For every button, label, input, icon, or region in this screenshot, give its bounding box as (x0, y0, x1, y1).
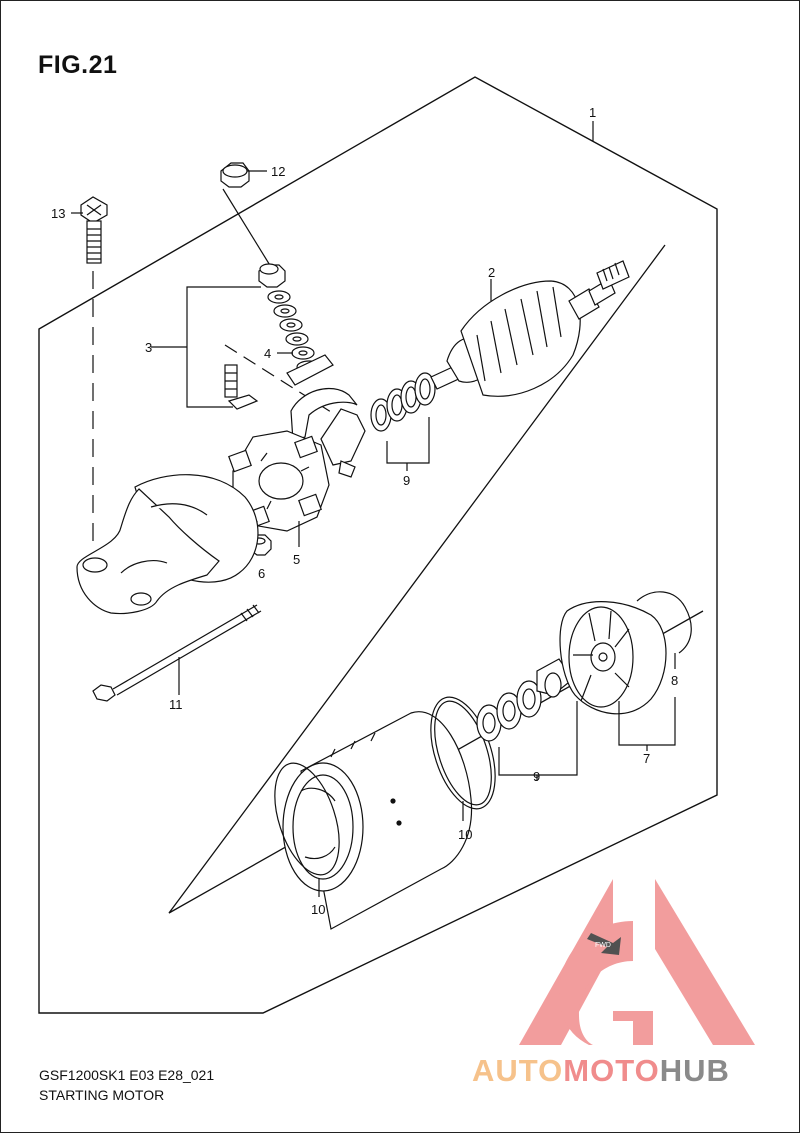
assembly-frame (38, 76, 718, 1014)
callout-7: 7 (643, 751, 650, 766)
watermark-text-auto: AUTO (472, 1053, 564, 1088)
callout-6: 6 (258, 566, 265, 581)
through-bolt-11-drawing (92, 604, 262, 702)
callout-11: 11 (169, 697, 183, 712)
washers-9-upper-drawing (370, 372, 436, 432)
fwd-label: FWD (595, 942, 611, 949)
oring-10-right-drawing (430, 696, 496, 810)
callout-12: 12 (271, 164, 285, 179)
callout-13: 13 (51, 206, 65, 221)
callout-10-left: 10 (311, 902, 325, 917)
watermark-logo: FWD (519, 879, 755, 1045)
armature-2-drawing (430, 260, 630, 397)
callout-4: 4 (264, 346, 271, 361)
washers-9-lower-bracket (498, 701, 578, 776)
watermark-triangle-right (655, 879, 755, 1045)
watermark-g-mark (559, 921, 653, 1045)
oring-10-left-drawing (274, 762, 340, 876)
oring-8-drawing (636, 591, 692, 654)
terminal-bolt-drawing (224, 364, 259, 410)
end-cover-drawing (76, 474, 259, 615)
watermark-text-hub: HUB (659, 1053, 730, 1088)
yoke-housing-drawing (282, 711, 473, 930)
callout-2: 2 (488, 265, 495, 280)
bolt-13-drawing (80, 196, 108, 264)
callout-1: 1 (589, 105, 596, 120)
callout-9-upper: 9 (403, 473, 410, 488)
callout-5: 5 (293, 552, 300, 567)
watermark-text-moto: MOTO (563, 1053, 660, 1088)
callout-8: 8 (671, 673, 678, 688)
end-housing-7-drawing (559, 601, 667, 715)
model-code: GSF1200SK1 E03 E28_021 (39, 1067, 215, 1083)
washers-9-lower-drawing (476, 658, 574, 742)
washers-9-upper-bracket (386, 417, 430, 464)
callout-3: 3 (145, 340, 152, 355)
nut-axis-line (222, 188, 272, 268)
bracket-3 (186, 286, 261, 408)
figure-title: FIG.21 (38, 51, 118, 79)
callout-10-right: 10 (458, 827, 472, 842)
assembly-name: STARTING MOTOR (39, 1087, 165, 1103)
watermark-text: AUTOMOTOHUB (472, 1053, 730, 1089)
brush-holder-5-drawing (228, 430, 330, 532)
terminal-plate-drawing (286, 354, 366, 478)
nut-12-drawing (220, 162, 250, 188)
callout-9-lower: 9 (533, 769, 540, 784)
fwd-arrow-icon: FWD (587, 933, 621, 955)
